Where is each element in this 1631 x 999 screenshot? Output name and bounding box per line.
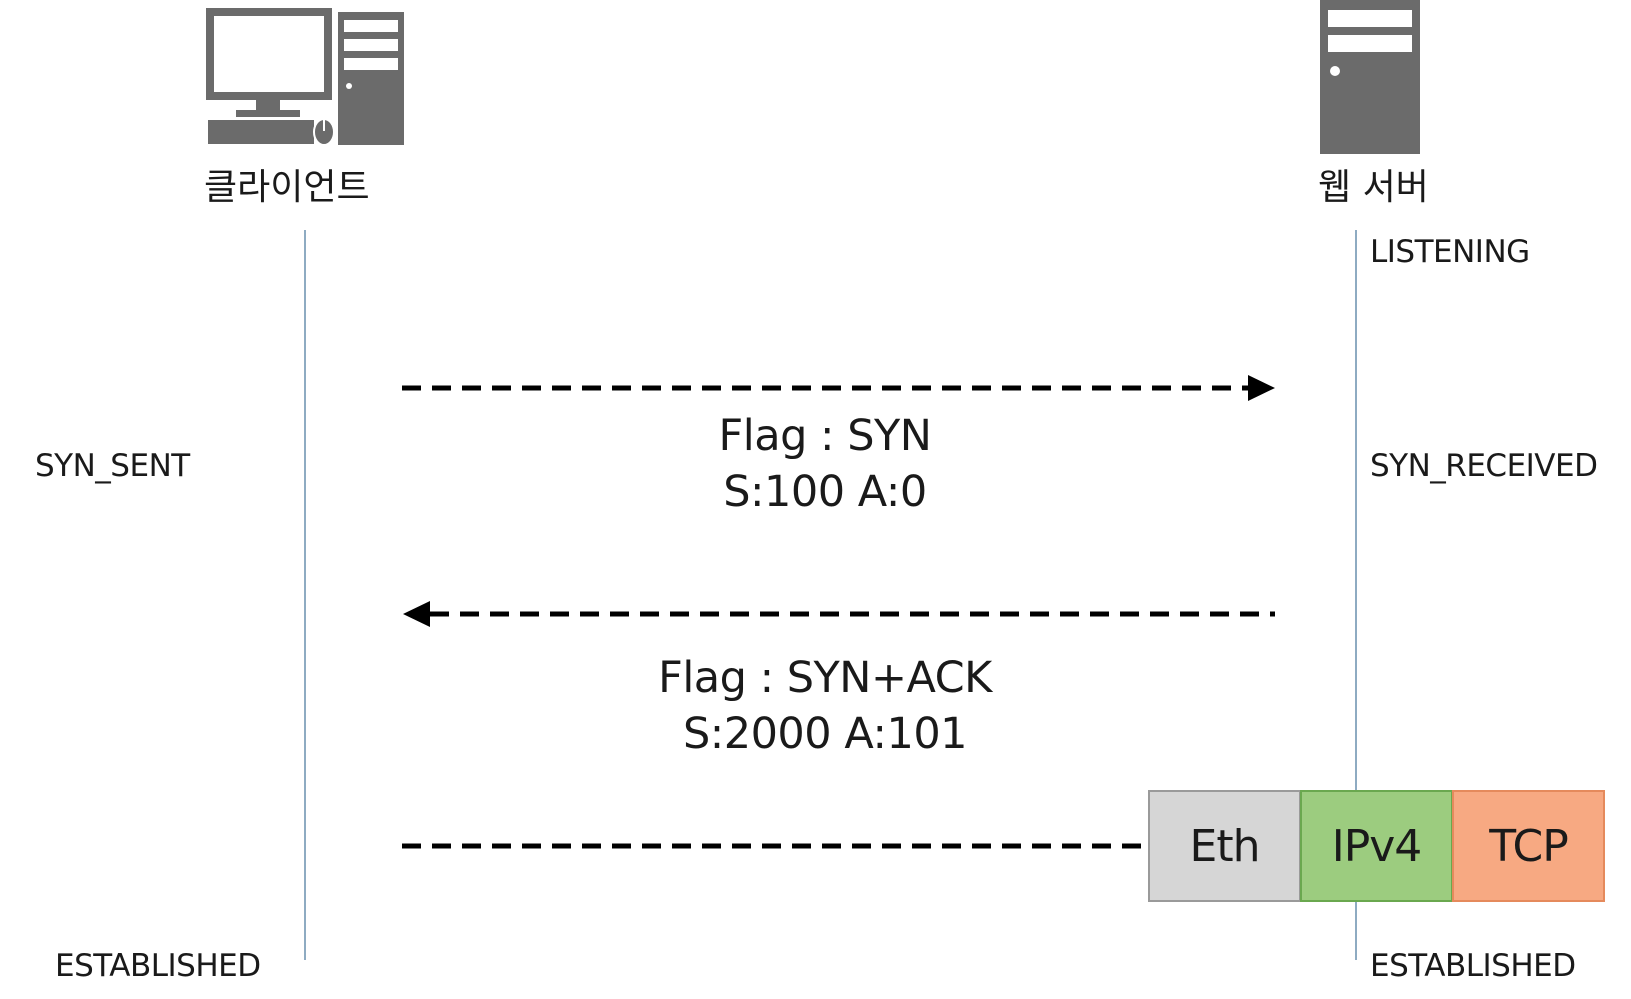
client-lifeline — [304, 230, 306, 960]
client-state-established: ESTABLISHED — [55, 948, 261, 984]
syn-ack-message-label: Flag : SYN+ACK S:2000 A:101 — [580, 650, 1070, 762]
syn-ack-seq-ack-text: S:2000 A:101 — [682, 709, 968, 759]
packet-ipv4-block: IPv4 — [1300, 790, 1453, 902]
syn-seq-ack-text: S:100 A:0 — [723, 467, 927, 517]
packet-eth-block: Eth — [1148, 790, 1301, 902]
server-state-syn-received: SYN_RECEIVED — [1370, 448, 1598, 484]
syn-message-label: Flag : SYN S:100 A:0 — [600, 408, 1050, 520]
server-state-listening: LISTENING — [1370, 234, 1530, 270]
syn-arrow — [402, 375, 1275, 401]
packet-tcp-block: TCP — [1452, 790, 1605, 902]
client-label: 클라이언트 — [204, 167, 370, 208]
syn-ack-flag-text: Flag : SYN+ACK — [658, 653, 992, 703]
server-label: 웹 서버 — [1318, 167, 1429, 208]
syn-flag-text: Flag : SYN — [718, 411, 932, 461]
server-lifeline — [1355, 230, 1357, 960]
syn-ack-arrow — [403, 601, 1275, 627]
client-state-syn-sent: SYN_SENT — [35, 448, 190, 484]
server-state-established: ESTABLISHED — [1370, 948, 1576, 984]
